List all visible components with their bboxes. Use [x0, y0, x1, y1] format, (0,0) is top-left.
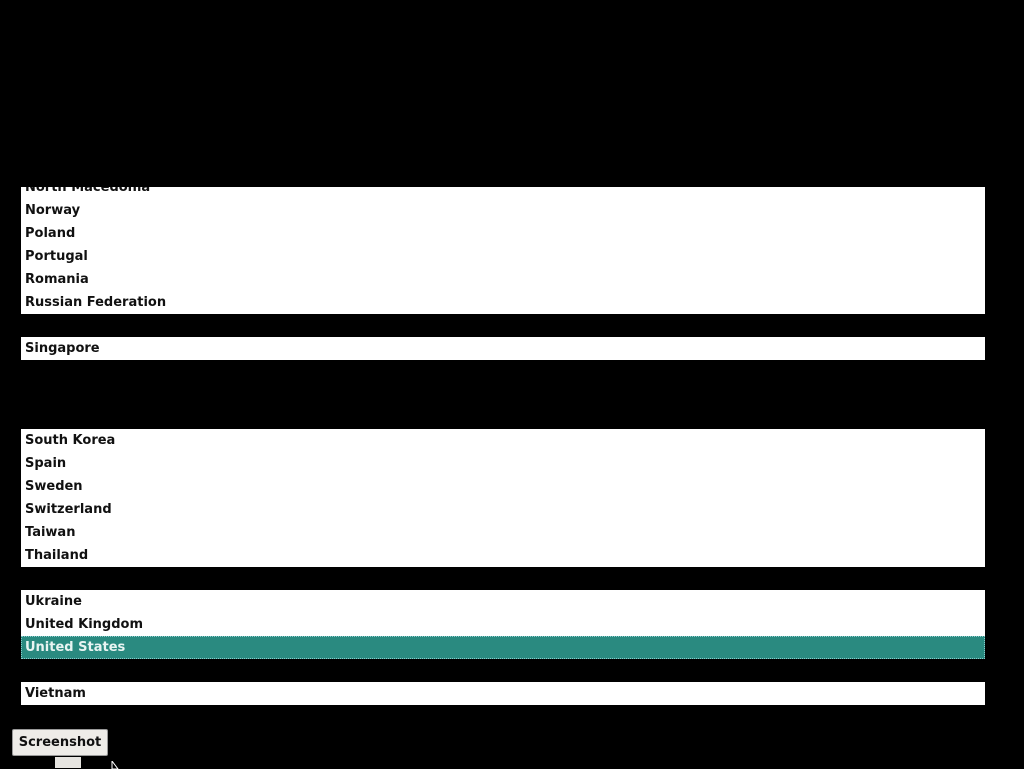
list-item[interactable]: Norway [21, 199, 985, 222]
list-item-empty [21, 360, 985, 383]
list-item-empty [21, 567, 985, 590]
screenshot-button[interactable]: Screenshot [12, 729, 108, 756]
bottom-tab-handle [55, 757, 81, 768]
list-item[interactable]: South Korea [21, 429, 985, 452]
list-item-empty [21, 314, 985, 337]
list-item[interactable]: Spain [21, 452, 985, 475]
list-item[interactable]: Russian Federation [21, 291, 985, 314]
list-item[interactable]: Singapore [21, 337, 985, 360]
list-item[interactable]: Portugal [21, 245, 985, 268]
list-item[interactable]: Romania [21, 268, 985, 291]
mouse-cursor-icon [111, 761, 119, 769]
list-item[interactable]: Ukraine [21, 590, 985, 613]
list-item[interactable]: Switzerland [21, 498, 985, 521]
list-item[interactable]: Poland [21, 222, 985, 245]
list-item[interactable]: North Macedonia [21, 187, 985, 199]
list-item-empty [21, 406, 985, 429]
list-item[interactable]: Sweden [21, 475, 985, 498]
list-item-empty [21, 659, 985, 682]
list-item[interactable]: Thailand [21, 544, 985, 567]
list-item-empty [21, 383, 985, 406]
list-item[interactable]: Vietnam [21, 682, 985, 705]
list-item[interactable]: Taiwan [21, 521, 985, 544]
list-item[interactable]: United States [21, 636, 985, 659]
list-item[interactable]: United Kingdom [21, 613, 985, 636]
